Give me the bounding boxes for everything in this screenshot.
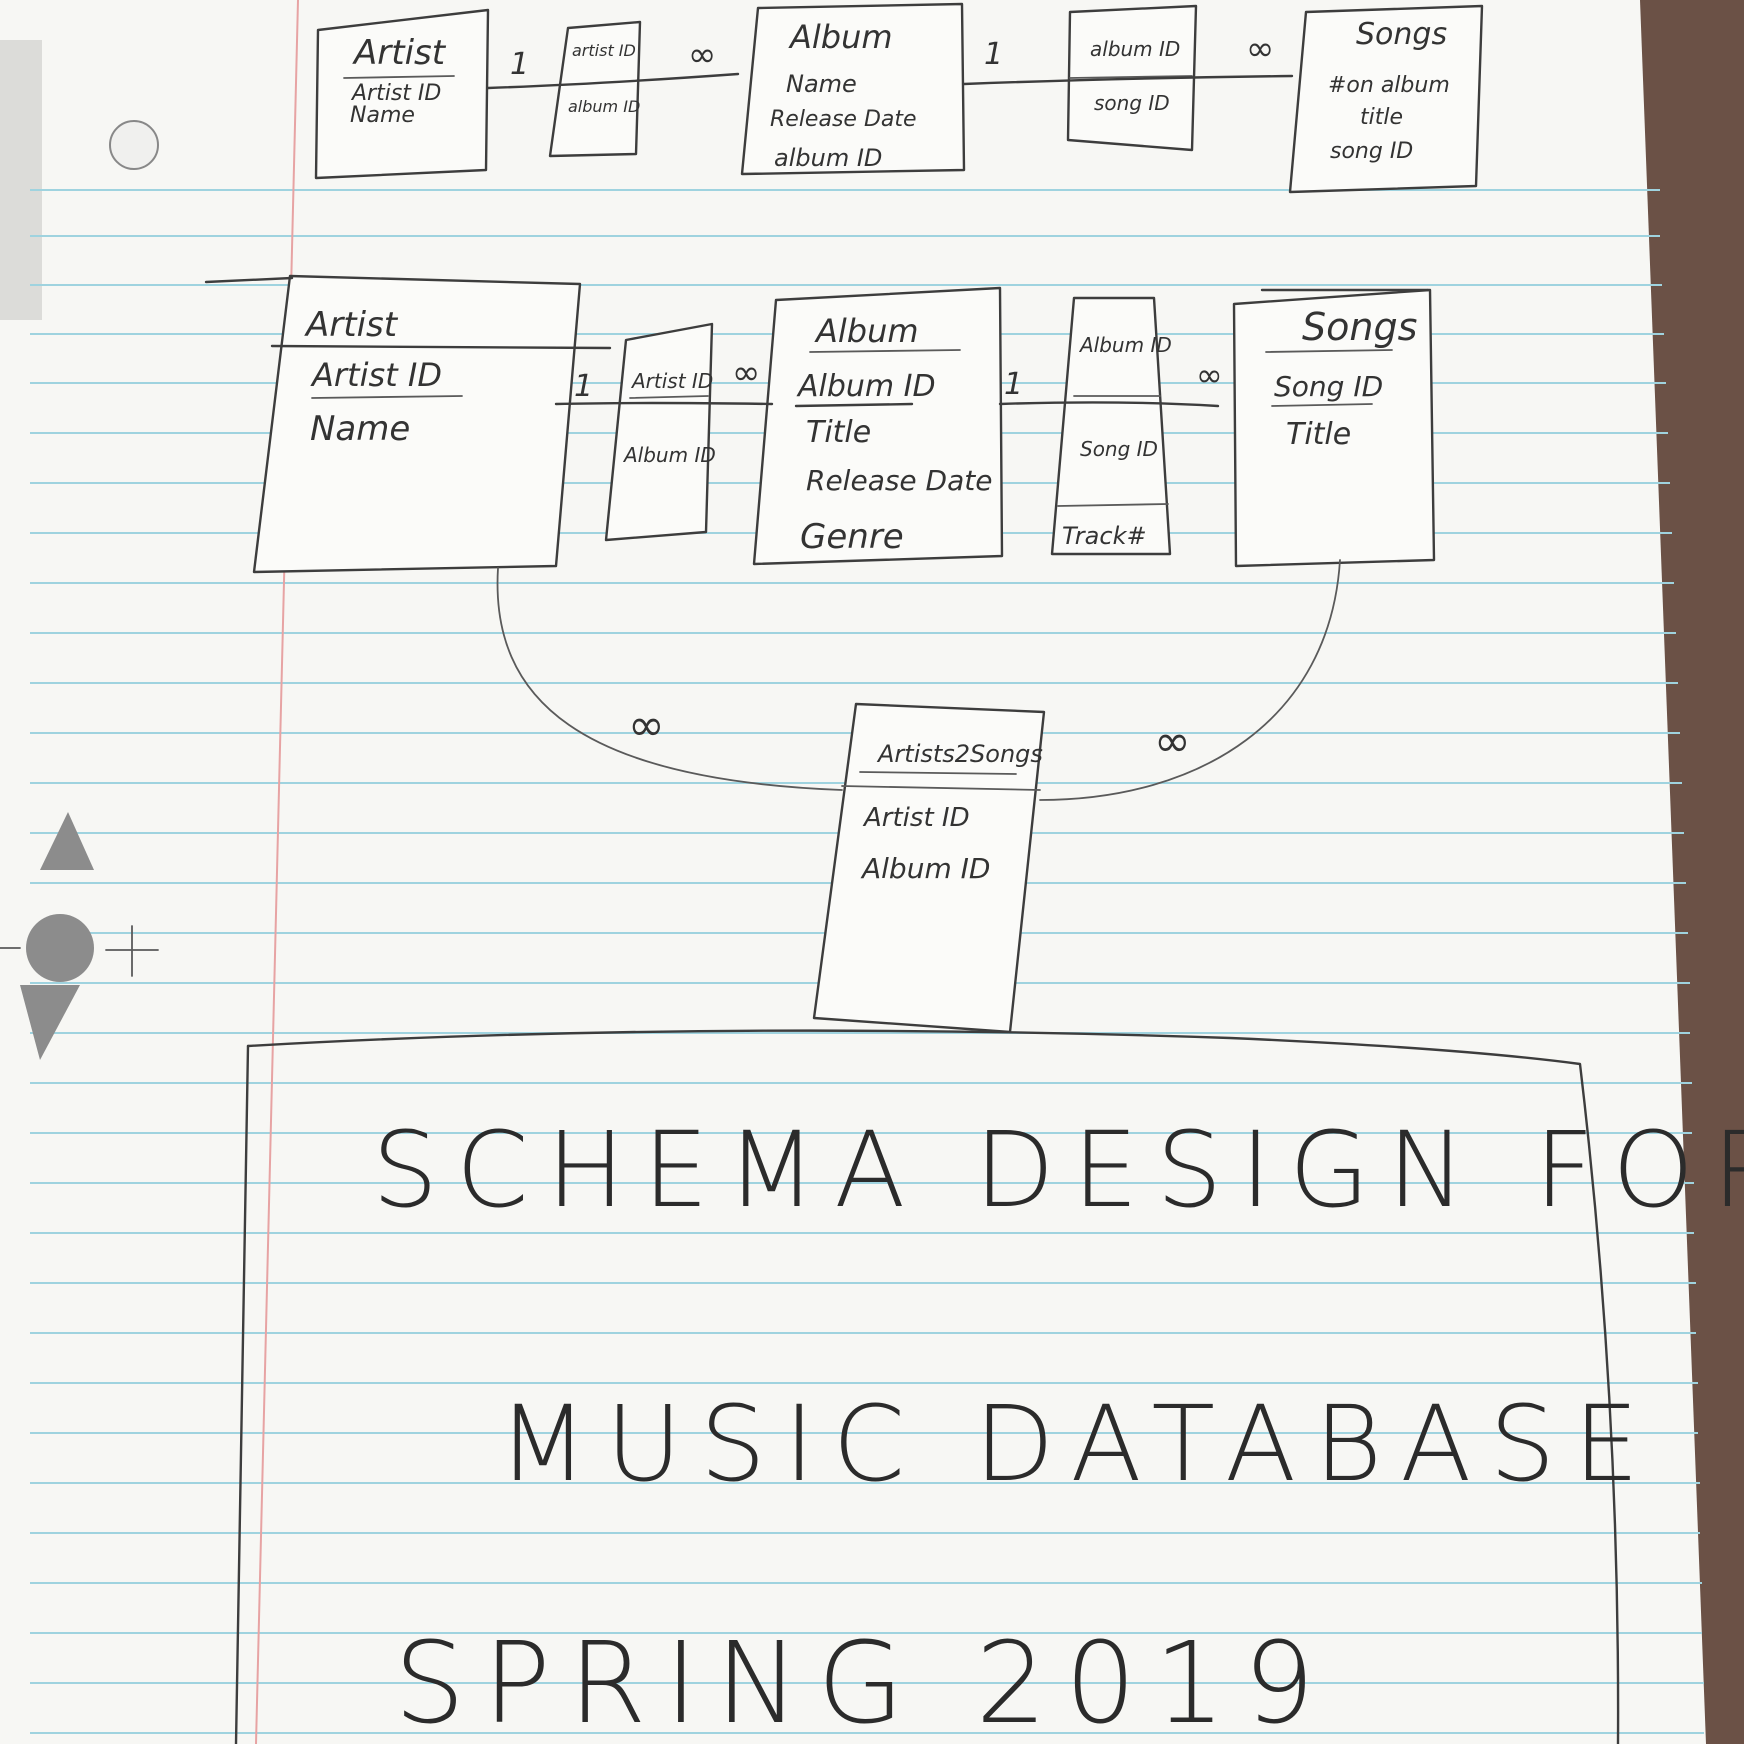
wooden-desk-edge — [1630, 0, 1744, 1744]
main-card-one-b: 1 — [1004, 367, 1023, 402]
main-artist-box — [252, 274, 582, 574]
main-connector-album-songs — [998, 401, 1220, 408]
main-album-box — [752, 286, 1004, 566]
top-album-song-field-2: song ID — [1094, 91, 1170, 115]
main-artists2songs-title: Artists2Songs — [876, 740, 1043, 768]
main-songs-title-divider — [1265, 349, 1393, 353]
top-card-one-b: 1 — [984, 37, 1003, 72]
main-artist-album-underline — [629, 395, 709, 399]
top-album-field-3: album ID — [774, 144, 882, 172]
main-album-field-2: Title — [806, 415, 871, 450]
main-album-field-3: Release Date — [806, 464, 992, 497]
top-album-box — [740, 2, 966, 176]
main-album-field-4: Genre — [800, 517, 904, 557]
main-songs-box — [1232, 288, 1436, 568]
top-artist-album-box — [548, 20, 642, 158]
main-artist-pk-underline — [311, 395, 463, 399]
top-album-title: Album — [788, 18, 893, 56]
main-album-title: Album — [814, 312, 919, 350]
main-card-one-a: 1 — [574, 369, 593, 404]
top-artist-box — [314, 8, 490, 180]
top-card-many-b: ∞ — [1246, 29, 1274, 69]
top-album-table: Album Name Release Date album ID — [740, 2, 966, 176]
top-card-many-a: ∞ — [688, 35, 716, 75]
main-artist-box-overhang — [204, 276, 294, 284]
top-artist-title-underline — [343, 75, 455, 79]
top-artist-field-2: Name — [350, 103, 415, 128]
triangle-down-doodle — [20, 985, 80, 1060]
main-songs-table: Songs Song ID Title — [1232, 288, 1436, 568]
main-artist-title: Artist — [304, 305, 399, 345]
main-album-table: Album Album ID Title Release Date Genre — [752, 286, 1004, 566]
top-artist-table: Artist Artist ID Name — [314, 8, 490, 180]
circle-doodle — [26, 914, 94, 982]
top-songs-title: Songs — [1356, 17, 1447, 52]
top-songs-box — [1288, 4, 1484, 194]
main-album-song-field-2: Song ID — [1080, 437, 1158, 461]
top-songs-table: Songs #on album title song ID — [1288, 4, 1484, 194]
top-songs-field-3: song ID — [1330, 139, 1413, 164]
main-card-many-d: ∞ — [1154, 716, 1191, 767]
top-connector-album-songs — [962, 74, 1294, 86]
page-shadow — [0, 40, 42, 320]
main-album-field-1: Album ID — [796, 369, 936, 404]
main-artist-album-table: Artist ID Album ID — [604, 322, 716, 542]
top-artist-title: Artist — [352, 33, 447, 73]
top-artist-field-1: Artist ID — [350, 81, 441, 106]
title-line-2: MUSIC DATABASE — [498, 1383, 1657, 1505]
main-songs-pk-underline — [1271, 403, 1373, 407]
title-block: SCHEMA DESIGN FOR MUSIC DATABASE SPRING … — [234, 1029, 1744, 1744]
main-songs-title: Songs — [1302, 305, 1417, 349]
title-line-1: SCHEMA DESIGN FOR — [372, 1109, 1744, 1231]
top-songs-field-1: #on album — [1328, 73, 1450, 98]
punch-hole — [109, 120, 159, 170]
main-diagram: Artist Artist ID Name Artist ID Album ID… — [204, 274, 1436, 1034]
top-card-one-a: 1 — [510, 47, 529, 82]
main-connector-artist-artists2songs — [496, 567, 843, 791]
main-artist-album-field-2: Album ID — [622, 443, 716, 467]
title-frame-left — [234, 1044, 250, 1744]
main-album-song-field-1: Album ID — [1078, 333, 1172, 357]
top-album-song-divider — [1069, 75, 1193, 79]
main-songs-field-2: Title — [1286, 417, 1351, 452]
main-artists2songs-field-1: Artist ID — [862, 803, 970, 833]
top-songs-field-2: title — [1360, 105, 1403, 130]
title-frame-top-right — [246, 1029, 1620, 1744]
main-artist-field-2: Name — [310, 409, 410, 449]
main-album-song-field-3: Track# — [1062, 522, 1147, 550]
main-artist-album-field-1: Artist ID — [630, 369, 713, 393]
main-card-many-c: ∞ — [628, 700, 665, 751]
main-songs-field-1: Song ID — [1274, 370, 1383, 403]
top-artist-album-field-1: artist ID — [572, 41, 636, 60]
main-artist-title-divider — [270, 344, 612, 350]
top-connector-artist-album — [486, 72, 740, 90]
main-card-many-b: ∞ — [1196, 356, 1223, 394]
top-diagram: Artist Artist ID Name artist ID album ID… — [314, 2, 1484, 194]
top-album-song-field-1: album ID — [1090, 37, 1180, 61]
main-artist-table: Artist Artist ID Name — [204, 274, 612, 574]
top-album-field-2: Release Date — [770, 107, 917, 132]
main-artist-field-1: Artist ID — [310, 356, 442, 394]
top-artist-album-table: artist ID album ID — [548, 20, 642, 158]
main-connector-artist-album — [554, 401, 774, 406]
main-album-song-table: Album ID Song ID Track# — [1050, 296, 1172, 556]
main-album-song-divider-2 — [1057, 503, 1169, 507]
title-line-3: SPRING 2019 — [394, 1619, 1333, 1744]
main-artists2songs-divider — [841, 785, 1041, 791]
main-album-pk-underline — [794, 402, 914, 408]
main-artist-album-box — [604, 322, 714, 542]
top-artist-album-field-2: album ID — [568, 97, 640, 116]
main-artists2songs-table: Artists2Songs Artist ID Album ID — [812, 702, 1046, 1034]
triangle-up-doodle — [40, 812, 94, 870]
main-album-song-box — [1050, 296, 1172, 556]
main-card-many-a: ∞ — [732, 353, 760, 393]
main-connector-songs-artists2songs — [1039, 559, 1341, 801]
main-artists2songs-field-2: Album ID — [860, 852, 990, 885]
main-album-title-underline — [809, 349, 961, 353]
top-album-field-1: Name — [786, 70, 857, 98]
main-artists2songs-title-underline — [859, 771, 1017, 775]
